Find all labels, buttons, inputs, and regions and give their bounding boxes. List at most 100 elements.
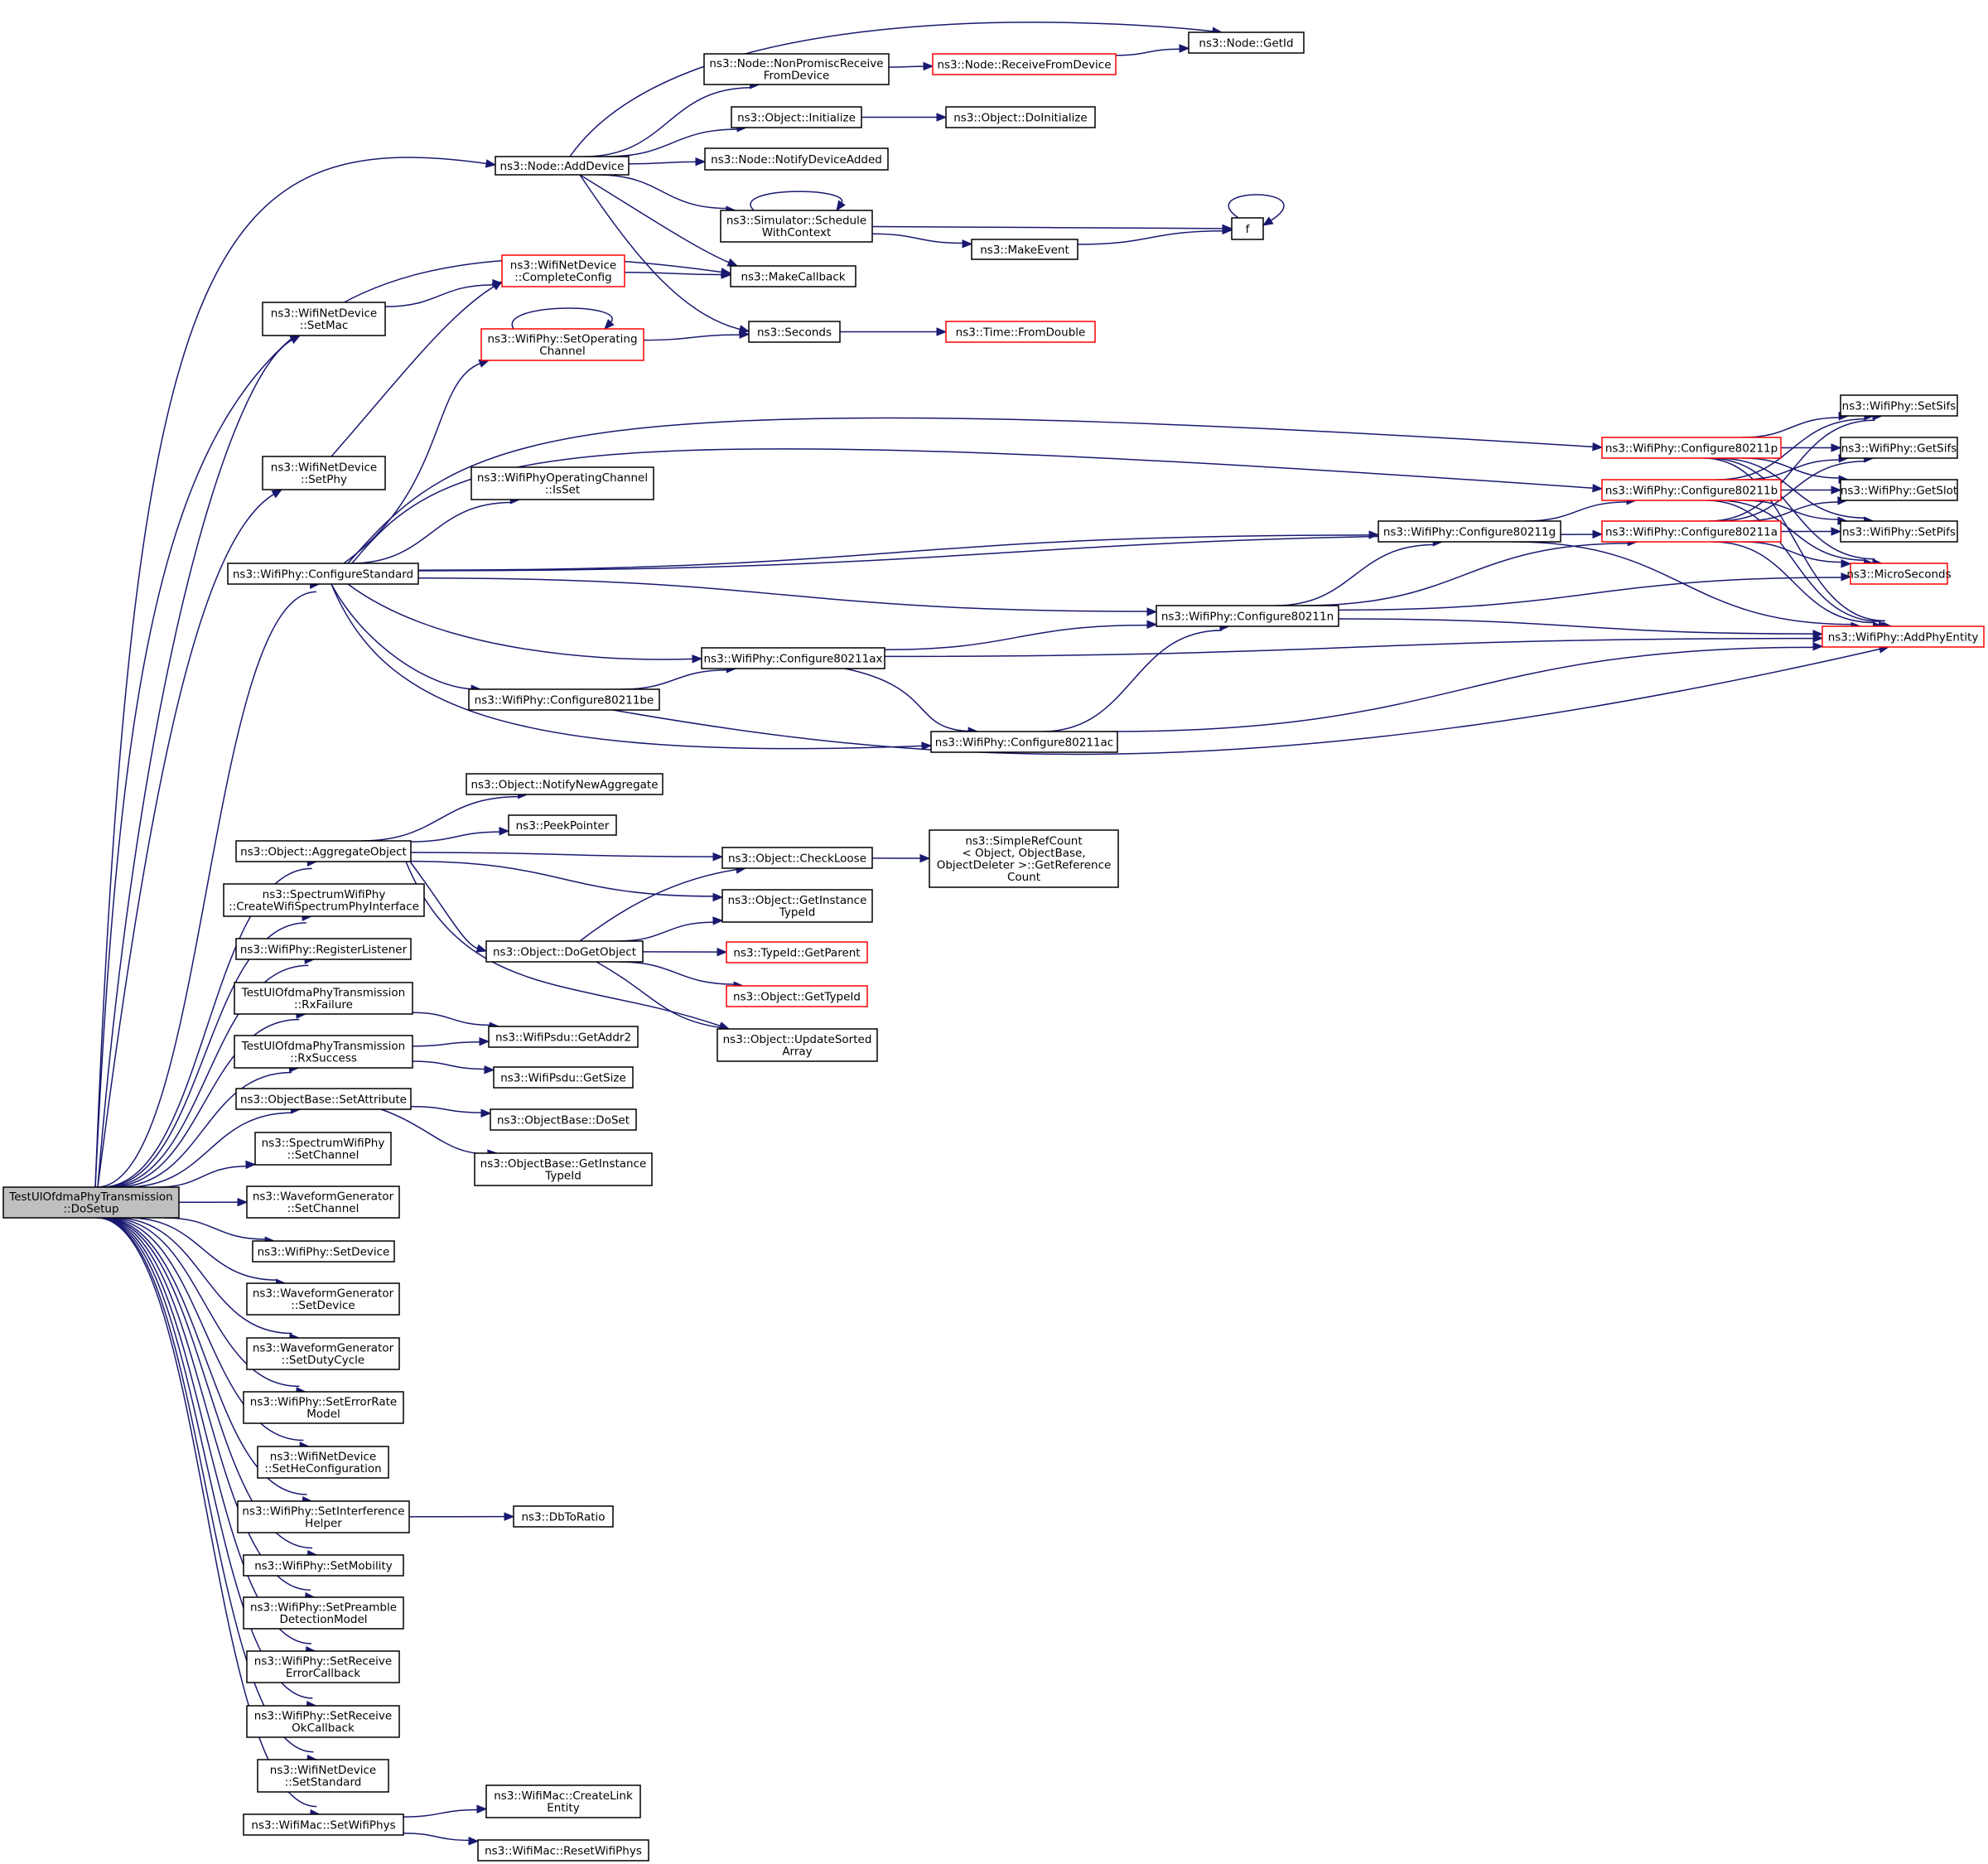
node-do-set[interactable]: ns3::ObjectBase::DoSet xyxy=(490,1108,637,1131)
node-box xyxy=(501,254,625,287)
node-f[interactable]: f xyxy=(1231,217,1264,240)
arrowhead-icon xyxy=(712,892,724,902)
node-complete-config[interactable]: ns3::WifiNetDevice::CompleteConfig xyxy=(501,254,625,287)
node-set-sifs[interactable]: ns3::WifiPhy::SetSifs xyxy=(1840,394,1958,417)
node-check-loose[interactable]: ns3::Object::CheckLoose xyxy=(721,847,873,869)
node-wg-set-duty-cycle[interactable]: ns3::WaveformGenerator::SetDutyCycle xyxy=(246,1337,400,1370)
node-label: TestUlOfdmaPhyTransmission xyxy=(8,1190,172,1204)
node-get-slot[interactable]: ns3::WifiPhy::GetSlot xyxy=(1840,479,1958,501)
edge-line xyxy=(888,65,925,68)
node-add-device[interactable]: ns3::Node::AddDevice xyxy=(495,156,630,176)
node-get-parent[interactable]: ns3::TypeId::GetParent xyxy=(726,941,868,963)
node-c-80211b[interactable]: ns3::WifiPhy::Configure80211b xyxy=(1601,479,1782,501)
node-rx-success[interactable]: TestUlOfdmaPhyTransmission::RxSuccess xyxy=(234,1035,413,1069)
node-db-to-ratio[interactable]: ns3::DbToRatio xyxy=(513,1505,614,1528)
node-do-initialize[interactable]: ns3::Object::DoInitialize xyxy=(945,106,1096,128)
node-peek-pointer[interactable]: ns3::PeekPointer xyxy=(508,814,617,836)
node-c-80211n[interactable]: ns3::WifiPhy::Configure80211n xyxy=(1156,605,1339,627)
arrowhead-icon xyxy=(479,1036,490,1046)
node-notify-device-added[interactable]: ns3::Node::NotifyDeviceAdded xyxy=(704,147,889,171)
node-wg-set-channel[interactable]: ns3::WaveformGenerator::SetChannel xyxy=(246,1186,400,1219)
node-set-device[interactable]: ns3::WifiPhy::SetDevice xyxy=(252,1240,395,1263)
edge-line xyxy=(1716,418,1866,480)
node-c-80211be[interactable]: ns3::WifiPhy::Configure80211be xyxy=(468,688,660,711)
node-label: ns3::WifiPhy::Configure80211n xyxy=(1161,610,1334,623)
node-rx-failure[interactable]: TestUlOfdmaPhyTransmission::RxFailure xyxy=(234,982,413,1015)
node-label: ns3::MicroSeconds xyxy=(1846,567,1951,581)
arrowhead-icon xyxy=(1812,641,1824,651)
node-set-phy[interactable]: ns3::WifiNetDevice::SetPhy xyxy=(262,456,386,490)
call-edge xyxy=(1781,443,1842,452)
node-set-mobility[interactable]: ns3::WifiPhy::SetMobility xyxy=(243,1554,404,1577)
call-edge xyxy=(1115,44,1190,56)
edge-line xyxy=(1742,541,1843,563)
node-is-set[interactable]: ns3::WifiPhyOperatingChannel::IsSet xyxy=(470,466,654,500)
node-label: ns3::WifiNetDevice xyxy=(270,1764,376,1777)
node-simple-ref-count[interactable]: ns3::SimpleRefCount< Object, ObjectBase,… xyxy=(929,829,1119,888)
node-set-wifi-phys[interactable]: ns3::WifiMac::SetWifiPhys xyxy=(243,1813,404,1836)
node-c-80211a[interactable]: ns3::WifiPhy::Configure80211a xyxy=(1601,520,1782,543)
node-get-type-id[interactable]: ns3::Object::GetTypeId xyxy=(726,985,868,1007)
node-root[interactable]: TestUlOfdmaPhyTransmission::DoSetup xyxy=(2,1186,180,1219)
node-label: ns3::WifiPhy::SetReceive xyxy=(254,1710,392,1723)
edge-line xyxy=(417,534,1371,572)
node-do-get-object[interactable]: ns3::Object::DoGetObject xyxy=(485,940,644,963)
arrowhead-icon xyxy=(936,327,948,336)
node-from-double[interactable]: ns3::Time::FromDouble xyxy=(945,321,1096,343)
node-receive-from-device[interactable]: ns3::Node::ReceiveFromDevice xyxy=(932,53,1117,75)
node-reset-wifi-phys[interactable]: ns3::WifiMac::ResetWifiPhys xyxy=(477,1839,649,1862)
node-wg-set-device[interactable]: ns3::WaveformGenerator::SetDevice xyxy=(246,1282,400,1316)
node-get-addr-2[interactable]: ns3::WifiPsdu::GetAddr2 xyxy=(488,1026,639,1048)
node-micro-seconds[interactable]: ns3::MicroSeconds xyxy=(1846,563,1952,585)
node-sp-set-channel[interactable]: ns3::SpectrumWifiPhy::SetChannel xyxy=(254,1132,392,1166)
node-set-he-config[interactable]: ns3::WifiNetDevice::SetHeConfiguration xyxy=(257,1446,389,1479)
node-set-pifs[interactable]: ns3::WifiPhy::SetPifs xyxy=(1840,520,1958,543)
node-aggregate-object[interactable]: ns3::Object::AggregateObject xyxy=(235,840,412,862)
node-set-standard[interactable]: ns3::WifiNetDevice::SetStandard xyxy=(257,1759,389,1793)
node-seconds[interactable]: ns3::Seconds xyxy=(748,321,841,343)
node-c-80211ac[interactable]: ns3::WifiPhy::Configure80211ac xyxy=(930,731,1118,753)
node-notify-new-aggregate[interactable]: ns3::Object::NotifyNewAggregate xyxy=(466,773,663,795)
node-c-80211ax[interactable]: ns3::WifiPhy::Configure80211ax xyxy=(701,647,885,669)
node-create-wifi-spectrum[interactable]: ns3::SpectrumWifiPhy::CreateWifiSpectrum… xyxy=(223,883,425,917)
node-register-listener[interactable]: ns3::WifiPhy::RegisterListener xyxy=(235,938,412,960)
arrowhead-icon xyxy=(1831,527,1842,536)
node-get-sifs[interactable]: ns3::WifiPhy::GetSifs xyxy=(1840,437,1958,459)
node-set-mac[interactable]: ns3::WifiNetDevice::SetMac xyxy=(262,302,386,336)
node-label: ::SetMac xyxy=(300,319,349,332)
node-get-id[interactable]: ns3::Node::GetId xyxy=(1188,31,1305,54)
call-edge xyxy=(403,1833,480,1846)
call-edge xyxy=(380,1108,499,1158)
node-c-80211g[interactable]: ns3::WifiPhy::Configure80211g xyxy=(1378,520,1561,543)
node-set-attribute[interactable]: ns3::ObjectBase::SetAttribute xyxy=(235,1088,412,1110)
node-c-80211p[interactable]: ns3::WifiPhy::Configure80211p xyxy=(1601,437,1782,459)
call-edge xyxy=(871,233,973,249)
node-label: ns3::WifiPhy::SetOperating xyxy=(487,333,637,346)
edge-line xyxy=(1338,618,1815,635)
node-box xyxy=(227,563,419,585)
node-make-callback[interactable]: ns3::MakeCallback xyxy=(730,265,856,287)
node-box xyxy=(237,1500,410,1533)
node-configure-standard[interactable]: ns3::WifiPhy::ConfigureStandard xyxy=(227,563,419,585)
node-make-event[interactable]: ns3::MakeEvent xyxy=(971,239,1078,260)
node-box xyxy=(1156,605,1339,627)
node-add-phy-entity[interactable]: ns3::WifiPhy::AddPhyEntity xyxy=(1822,625,1985,648)
edge-line xyxy=(612,648,1881,756)
node-initialize[interactable]: ns3::Object::Initialize xyxy=(731,106,862,128)
node-get-size[interactable]: ns3::WifiPsdu::GetSize xyxy=(493,1066,634,1089)
node-box xyxy=(243,1596,404,1630)
arrowhead-icon xyxy=(836,200,846,212)
edge-line xyxy=(128,1217,278,1281)
